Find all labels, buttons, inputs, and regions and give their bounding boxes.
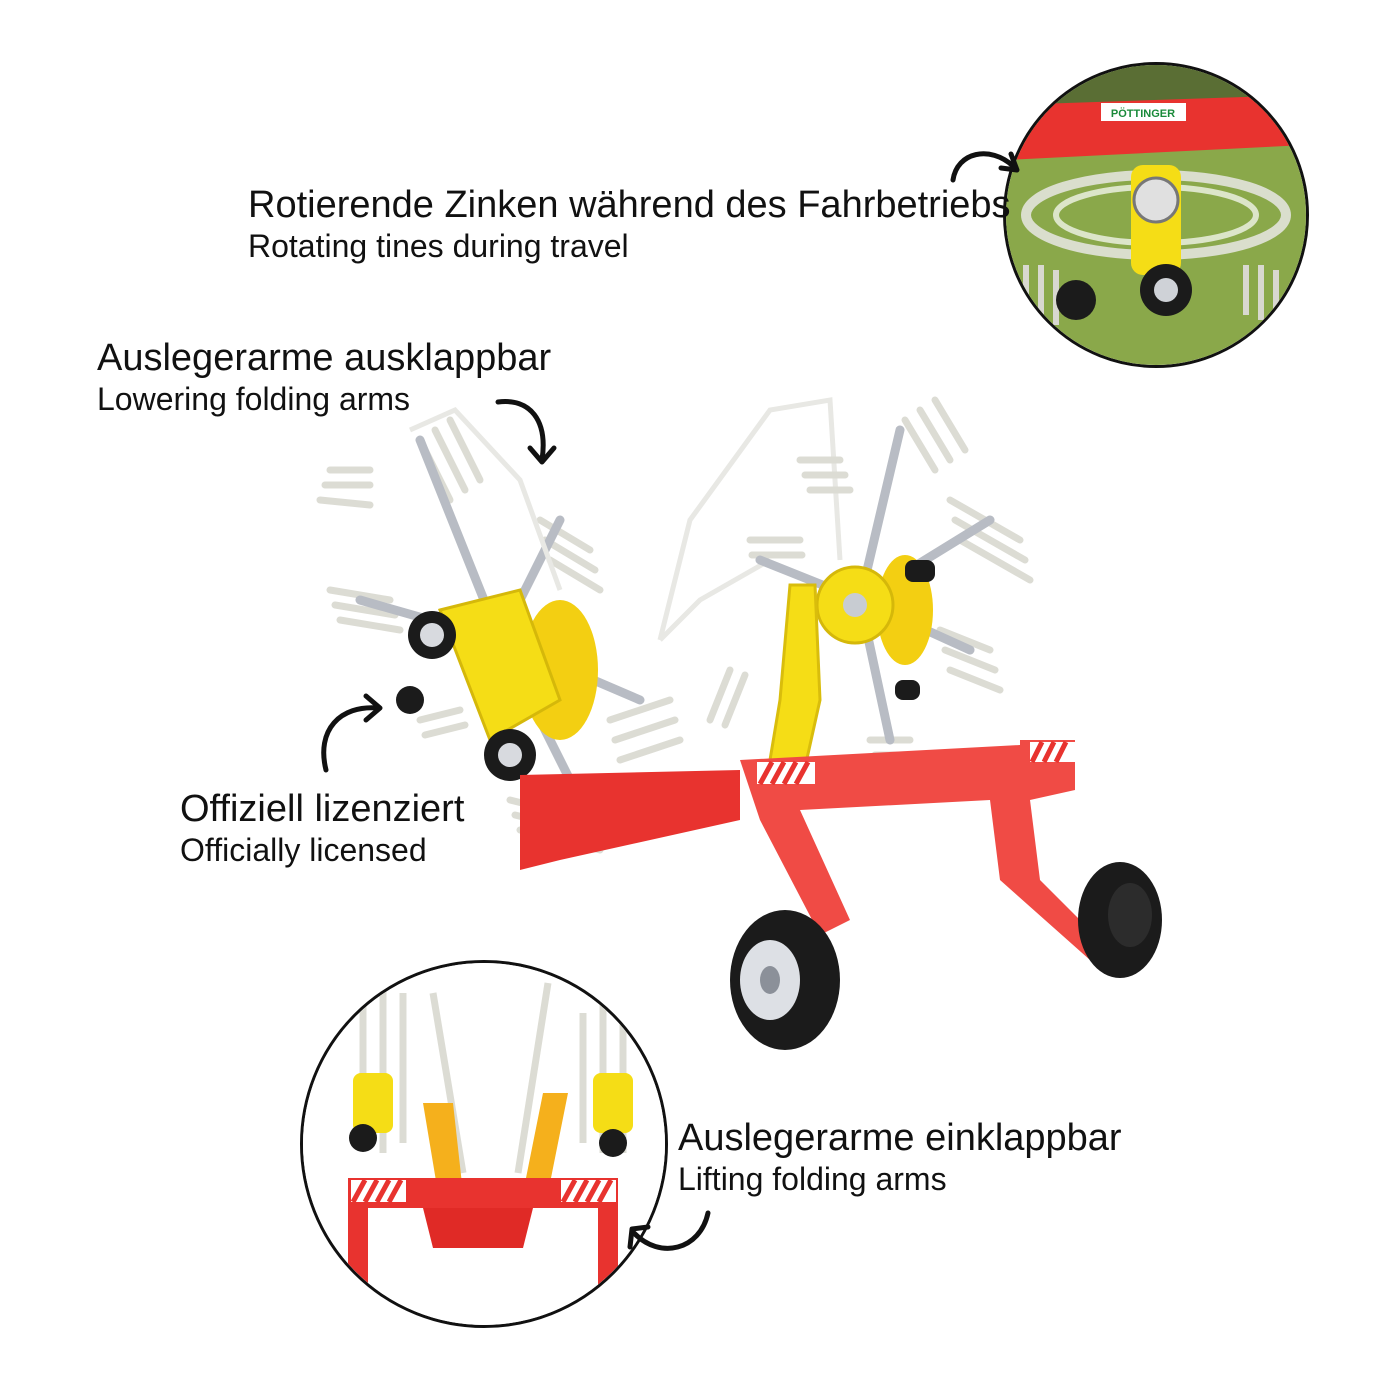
guard-frame bbox=[408, 397, 843, 642]
curved-arrow-icon-lowering bbox=[495, 399, 557, 465]
inset-lifting-arms bbox=[300, 960, 668, 1328]
inset-rotating-tines-graphic: PÖTTINGER bbox=[1006, 65, 1306, 365]
caption-lifting-en: Lifting folding arms bbox=[678, 1160, 947, 1197]
caption-licensed-en: Officially licensed bbox=[180, 831, 427, 868]
right-rotor-hub bbox=[815, 555, 935, 700]
caption-lowering-de: Auslegerarme ausklappbar bbox=[97, 337, 552, 379]
inset-lifting-arms-graphic bbox=[303, 963, 665, 1325]
caption-licensed-de: Offiziell lizenziert bbox=[180, 788, 465, 830]
caption-licensed: Offiziell lizenziert Officially licensed bbox=[180, 788, 464, 868]
caption-lowering-en: Lowering folding arms bbox=[97, 380, 411, 417]
caption-lowering-arms: Auslegerarme ausklappbar Lowering foldin… bbox=[97, 337, 551, 417]
caption-rotating-tines: Rotierende Zinken während des Fahrbetrie… bbox=[248, 184, 1011, 264]
inset-rotating-tines: PÖTTINGER bbox=[1003, 62, 1309, 368]
left-rotor-hub bbox=[396, 588, 598, 781]
brand-logo-text: PÖTTINGER bbox=[1111, 107, 1175, 120]
front-wheel bbox=[730, 910, 840, 1050]
caption-rotating-de: Rotierende Zinken während des Fahrbetrie… bbox=[248, 184, 1011, 226]
caption-lifting-arms: Auslegerarme einklappbar Lifting folding… bbox=[678, 1117, 1122, 1197]
curved-arrow-icon-top bbox=[950, 151, 1020, 183]
curved-arrow-icon-licensed bbox=[321, 693, 383, 773]
rear-wheel bbox=[1078, 862, 1162, 978]
red-frame bbox=[520, 740, 1110, 960]
hazard-stripes bbox=[757, 740, 1075, 786]
caption-rotating-en: Rotating tines during travel bbox=[248, 227, 629, 264]
curved-arrow-icon-lifting bbox=[627, 1210, 711, 1251]
caption-lifting-de: Auslegerarme einklappbar bbox=[678, 1117, 1122, 1159]
